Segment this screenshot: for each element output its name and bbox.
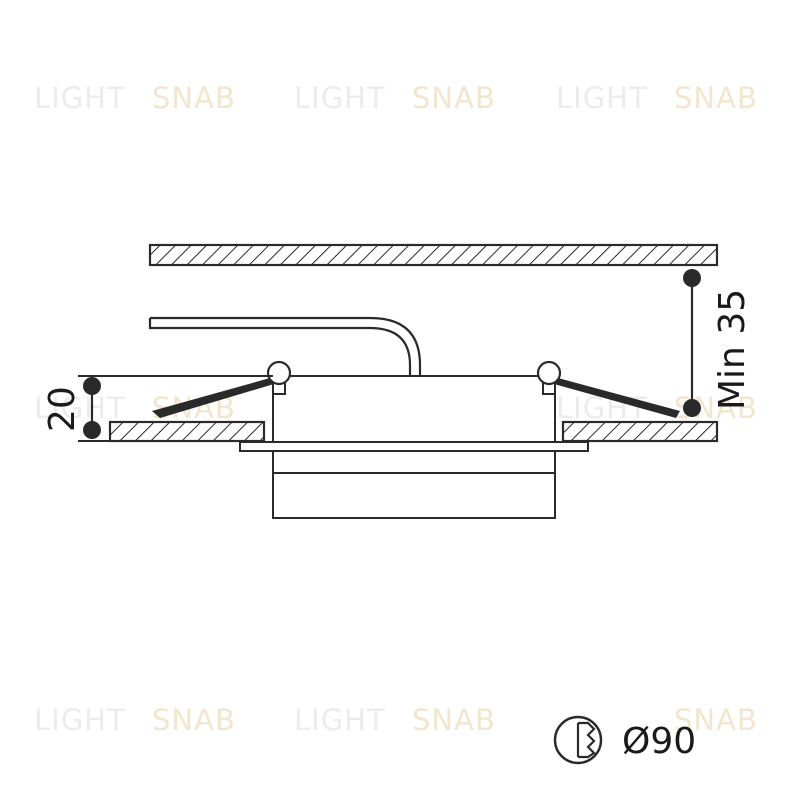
spring-clip-right <box>536 360 680 418</box>
watermark-snab: SNAB <box>152 703 236 737</box>
dimension-label-20: 20 <box>42 386 83 432</box>
cutout-diameter-label: Ø90 <box>622 721 696 762</box>
watermark-snab: SNAB <box>674 703 758 737</box>
ceiling-panel-left <box>108 420 266 443</box>
watermark-row-bottom: LIGHT SNAB LIGHT SNAB SNAB <box>34 703 758 737</box>
watermark-light: LIGHT <box>294 81 386 115</box>
fixture-lens-body <box>272 450 556 519</box>
watermark-light: LIGHT <box>34 81 126 115</box>
watermark-snab: SNAB <box>412 703 496 737</box>
watermark-light: LIGHT <box>556 81 648 115</box>
watermark-snab: SNAB <box>412 81 496 115</box>
ceiling-panel-right <box>561 420 719 443</box>
watermark-light: LIGHT <box>34 703 126 737</box>
watermark-light: LIGHT <box>294 703 386 737</box>
ceiling-slab <box>148 243 719 267</box>
fixture-flange <box>239 441 589 452</box>
dimension-panel-thickness: 20 <box>42 375 273 442</box>
dimension-min-clearance: Min 35 <box>683 269 753 417</box>
watermark-snab: SNAB <box>152 81 236 115</box>
watermark-light: LIGHT <box>34 391 126 425</box>
fixture-housing <box>272 375 556 443</box>
light-fixture <box>239 375 589 519</box>
dimension-label-min-35: Min 35 <box>712 289 753 410</box>
spring-clip-left <box>152 360 292 418</box>
watermark-snab: SNAB <box>674 81 758 115</box>
watermark-row-top: LIGHT SNAB LIGHT SNAB LIGHT SNAB <box>34 81 758 115</box>
cable-bracket <box>148 316 422 376</box>
cutout-hole-icon <box>553 715 603 765</box>
